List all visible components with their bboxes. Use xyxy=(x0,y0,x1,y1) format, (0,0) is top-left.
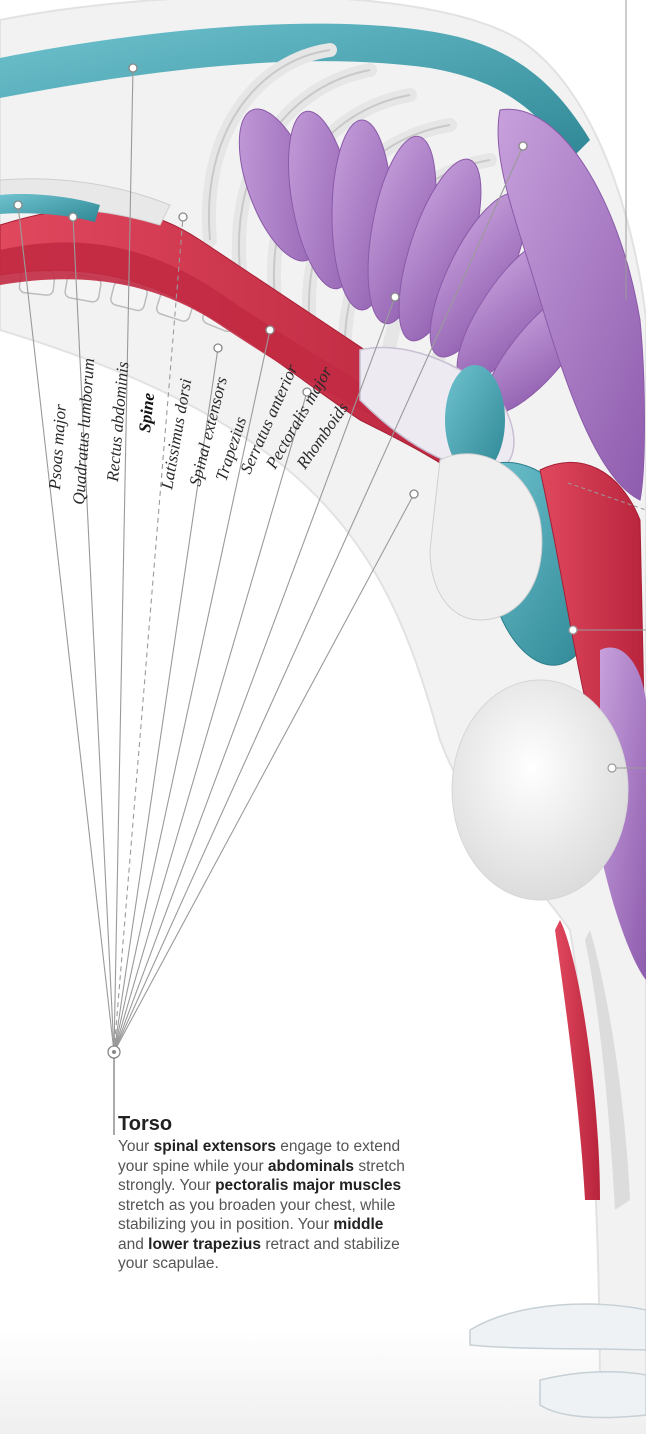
buttock xyxy=(452,680,628,900)
torso-caption: Torso Your spinal extensors engage to ex… xyxy=(118,1112,408,1274)
muscle-label: Spine xyxy=(135,392,158,434)
caption-text: Your xyxy=(118,1138,154,1155)
leader-line xyxy=(114,392,307,1052)
caption-emphasis: lower trapezius xyxy=(148,1236,261,1253)
caption-text: and xyxy=(118,1236,148,1253)
caption-emphasis: abdominals xyxy=(268,1158,354,1175)
leader-hub-center xyxy=(112,1050,116,1054)
caption-body: Your spinal extensors engage to extend y… xyxy=(118,1137,408,1274)
caption-emphasis: spinal extensors xyxy=(154,1138,276,1155)
caption-emphasis: pectoralis major muscles xyxy=(215,1177,401,1194)
caption-emphasis: middle xyxy=(333,1216,383,1233)
leader-target-dot xyxy=(214,344,222,352)
leader-line xyxy=(114,330,270,1052)
leader-target-dot xyxy=(410,490,418,498)
leader-target-dot xyxy=(519,142,527,150)
arm-dot xyxy=(608,764,616,772)
arm-dot xyxy=(569,626,577,634)
muscle-label: Psoas major xyxy=(45,403,70,491)
leader-target-dot xyxy=(69,213,77,221)
leader-target-dot xyxy=(129,64,137,72)
leader-line xyxy=(114,494,414,1052)
leader-target-dot xyxy=(14,201,22,209)
leader-target-dot xyxy=(391,293,399,301)
muscle-label: Rectus abdominis xyxy=(103,360,133,483)
muscle-label: Quadratus lumborum xyxy=(69,357,98,505)
caption-title: Torso xyxy=(118,1112,408,1136)
leader-target-dot xyxy=(266,326,274,334)
leader-target-dot xyxy=(179,213,187,221)
